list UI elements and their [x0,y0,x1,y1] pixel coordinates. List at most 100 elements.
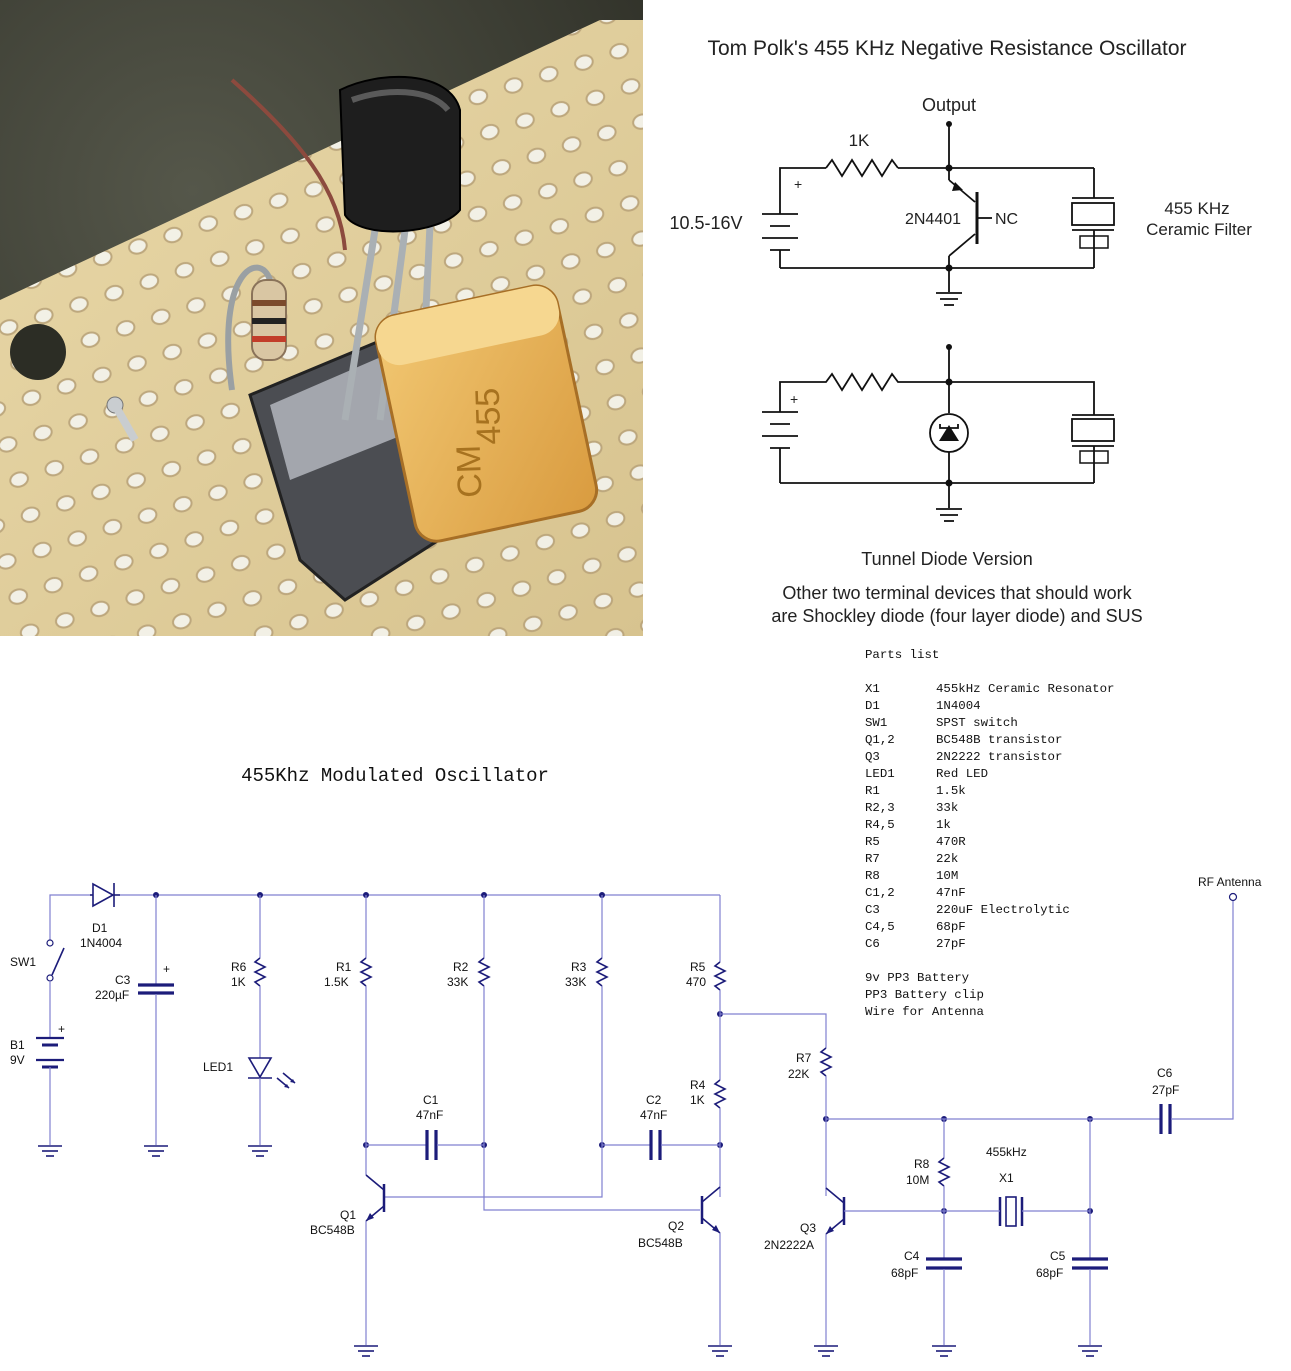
transistor-q1-symbol [365,1174,386,1222]
part-description: 470R [936,835,966,849]
resistor-r5-symbol [713,961,727,991]
filter-label-1: 455 KHz [1164,199,1229,218]
ground-icon [354,1345,378,1357]
b1-plus: + [58,1022,65,1036]
r2-value: 33K [447,975,468,989]
r5-value: 470 [686,975,706,989]
ground-icon [144,1145,168,1157]
rail-wire [49,894,90,940]
part-ref: R5 [865,835,880,849]
negative-resistance-schematic: Tom Polk's 455 KHz Negative Resistance O… [669,37,1252,626]
ground-icon [932,1345,956,1357]
r6-value: 1K [231,975,246,989]
parts-list-row: R5 470R [865,834,1114,851]
transistor-q3-symbol [825,1187,846,1235]
crystal-x1-symbol [998,1196,1024,1227]
plus-sign: + [794,176,802,192]
r5-label: R5 [690,960,706,974]
output-label: Output [922,95,976,115]
parts-list-row: C4,5 68pF [865,919,1114,936]
c4-value: 68pF [891,1266,918,1280]
part-description: 68pF [936,920,966,934]
ground-icon [708,1345,732,1357]
part-description: 27pF [936,937,966,951]
transistor-q2-symbol [700,1186,721,1234]
c1-label: C1 [423,1093,439,1107]
r6-label: R6 [231,960,247,974]
c3-value: 220µF [95,988,129,1002]
c6-value: 27pF [1152,1083,1179,1097]
led1-symbol [247,1057,296,1089]
resistor-r6-symbol [253,957,267,987]
ground-icon [936,508,962,522]
q3-value: 2N2222A [764,1238,814,1252]
r1-label: R1 [336,960,352,974]
part-description: 220uF Electrolytic [936,903,1070,917]
battery-b1-symbol [36,1036,64,1069]
part-ref: R7 [865,852,880,866]
r2-label: R2 [453,960,469,974]
transistor-2n4401-symbol [948,179,976,203]
part-ref: Q1,2 [865,733,895,747]
q2-value: BC548B [638,1236,683,1250]
circuit-photo: 455 CM [0,0,643,636]
q3-label: Q3 [800,1221,816,1235]
r4-value: 1K [690,1093,705,1107]
d1-value: 1N4004 [80,936,122,950]
antenna-wire [230,78,347,251]
r7-value: 22K [788,1067,809,1081]
r1-value: 1.5K [324,975,349,989]
ceramic-filter-symbol-2 [1071,418,1115,442]
part-description: 1.5k [936,784,966,798]
nc-label: NC [995,211,1018,228]
resistor-r4-symbol [713,1079,727,1109]
x1-frequency: 455kHz [986,1145,1027,1159]
ground-icon [1078,1345,1102,1357]
r4-label: R4 [690,1078,706,1092]
ceramic-filter-symbol [1071,202,1115,226]
diode-d1-symbol [90,882,120,908]
c2-value: 47nF [640,1108,667,1122]
transistor-leg [341,229,379,421]
part-ref: Q3 [865,750,880,764]
b1-value: 9V [10,1053,25,1067]
part-ref: C4,5 [865,920,895,934]
c1-value: 47nF [416,1108,443,1122]
switch-sw1-symbol [46,939,54,947]
ground-icon [248,1145,272,1157]
ground-icon [38,1145,62,1157]
part-ref: X1 [865,682,880,696]
part-ref: R4,5 [865,818,895,832]
resistor-r2-symbol [477,957,491,987]
mounting-hole [10,324,66,380]
filter-marking-2: CM [450,444,490,498]
c5-label: C5 [1050,1249,1066,1263]
parts-extra-item: 9v PP3 Battery [865,971,970,985]
resistor-r3-symbol [595,957,609,987]
x1-label: X1 [999,1171,1014,1185]
ground-icon [814,1345,838,1357]
supply-voltage: 10.5-16V [669,213,742,233]
plus-sign-2: + [790,391,798,407]
part-description: 22k [936,852,959,866]
photo-illustration: 455 CM [0,0,643,636]
r3-value: 33K [565,975,586,989]
part-description: BC548B transistor [936,733,1063,747]
parts-list-row: R7 22k [865,851,1114,868]
antenna-label: RF Antenna [1198,875,1262,889]
q1-label: Q1 [340,1208,356,1222]
note-line-2: are Shockley diode (four layer diode) an… [771,606,1142,626]
parts-extra-item: Wire for Antenna [865,1005,984,1019]
part-description: 1N4004 [936,699,981,713]
c4-label: C4 [904,1249,920,1263]
